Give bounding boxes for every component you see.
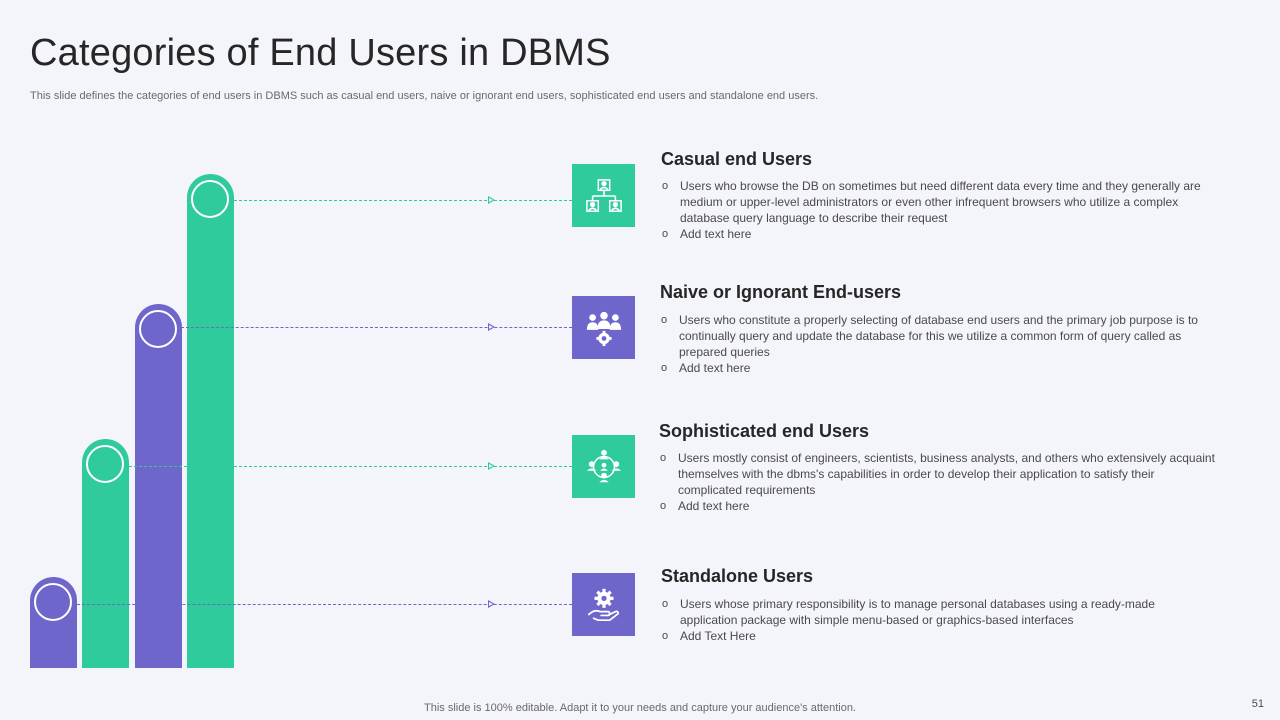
arrow-head-icon xyxy=(488,600,495,608)
category-bullets-casual: Users who browse the DB on sometimes but… xyxy=(662,178,1222,242)
casual-users-icon-box xyxy=(572,164,635,227)
list-item: Add text here xyxy=(662,226,1222,242)
guide-line-naive xyxy=(181,327,572,328)
sophisticated-users-icon-box xyxy=(572,435,635,498)
guide-line-sophisticated xyxy=(129,466,572,467)
arrow-head-icon xyxy=(488,323,495,331)
list-item: Add text here xyxy=(661,360,1211,376)
bar-ring xyxy=(139,310,177,348)
hand-gear-icon xyxy=(587,588,619,621)
bar-ring xyxy=(34,583,72,621)
bar-naive xyxy=(135,304,182,668)
guide-line-standalone xyxy=(77,604,572,605)
standalone-users-icon-box xyxy=(572,573,635,636)
network-users-icon xyxy=(586,449,621,482)
category-bullets-naive: Users who constitute a properly selectin… xyxy=(661,312,1211,376)
list-item: Users mostly consist of engineers, scien… xyxy=(660,450,1220,498)
list-item: Add text here xyxy=(660,498,1220,514)
page-number: 51 xyxy=(1251,698,1264,710)
list-item: Users who browse the DB on sometimes but… xyxy=(662,178,1222,226)
bar-ring xyxy=(191,180,229,218)
category-bullets-sophisticated: Users mostly consist of engineers, scien… xyxy=(660,450,1220,514)
user-group-gear-icon xyxy=(586,311,621,346)
category-title-standalone: Standalone Users xyxy=(661,566,814,586)
category-bullets-standalone: Users whose primary responsibility is to… xyxy=(662,596,1207,644)
list-item: Users who constitute a properly selectin… xyxy=(661,312,1211,360)
footer-note: This slide is 100% editable. Adapt it to… xyxy=(424,702,856,714)
list-item: Users whose primary responsibility is to… xyxy=(662,596,1207,628)
hierarchy-users-icon xyxy=(585,178,622,212)
slide-subtitle: This slide defines the categories of end… xyxy=(30,90,819,102)
guide-line-casual xyxy=(234,200,572,201)
bar-ring xyxy=(86,445,124,483)
category-title-sophisticated: Sophisticated end Users xyxy=(659,421,870,441)
bar-casual xyxy=(187,174,234,668)
bar-sophisticated xyxy=(82,439,129,668)
category-title-naive: Naive or Ignorant End-users xyxy=(660,282,902,302)
naive-users-icon-box xyxy=(572,296,635,359)
bar-standalone xyxy=(30,577,77,668)
slide-title: Categories of End Users in DBMS xyxy=(30,32,611,74)
category-title-casual: Casual end Users xyxy=(661,149,813,169)
arrow-head-icon xyxy=(488,462,495,470)
list-item: Add Text Here xyxy=(662,628,1207,644)
arrow-head-icon xyxy=(488,196,495,204)
